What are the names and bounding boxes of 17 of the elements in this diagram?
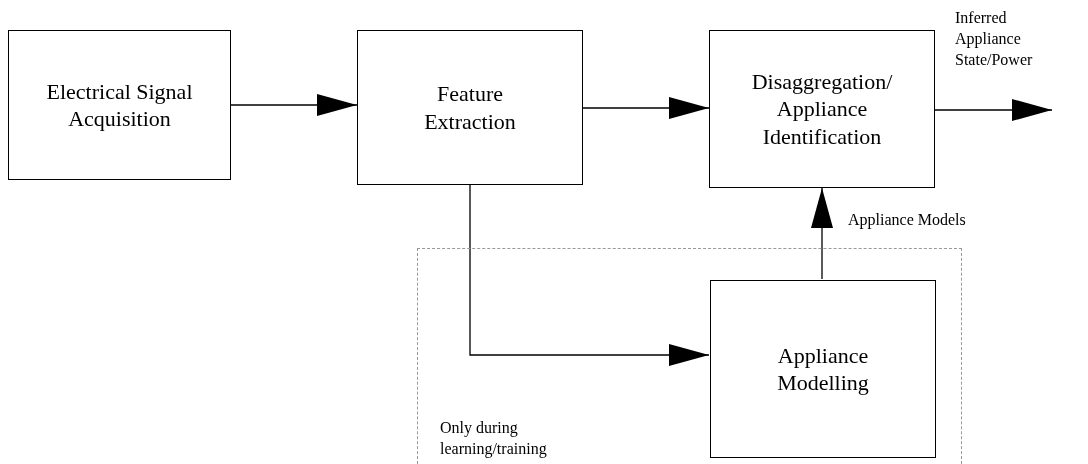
box-label: Disaggregation/ Appliance Identification	[750, 67, 894, 151]
box-label: Feature Extraction	[423, 80, 517, 135]
dashed-region	[417, 248, 962, 464]
process-box	[357, 30, 583, 185]
arrow	[582, 97, 710, 119]
edge-label: Inferred Appliance State/Power	[955, 8, 1034, 70]
arrow	[469, 184, 710, 366]
process-box	[710, 280, 936, 458]
process-box	[8, 30, 231, 180]
process-box	[709, 30, 935, 188]
arrow	[934, 99, 1053, 121]
edge-label: Appliance Models	[848, 210, 967, 231]
arrow	[811, 187, 833, 280]
box-label: Electrical Signal Acquisition	[45, 77, 194, 133]
box-label: Appliance Modelling	[776, 341, 870, 397]
arrow	[230, 94, 358, 116]
note-text: Only during learning/training	[440, 418, 548, 460]
